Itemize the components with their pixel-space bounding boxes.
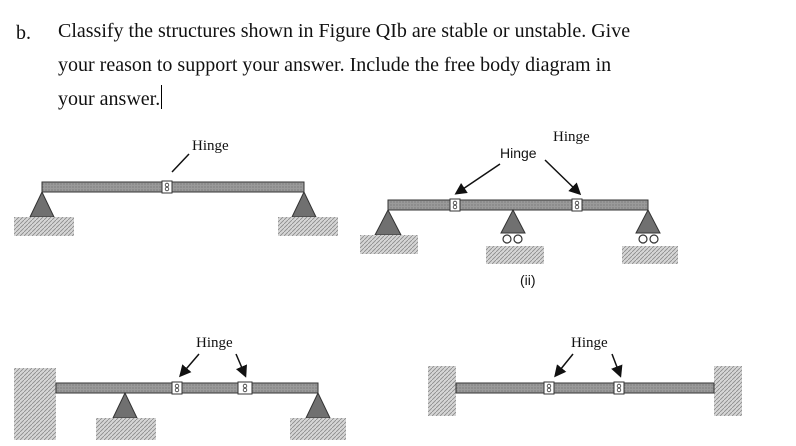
structure-top-right: Hinge Hinge (ii)	[360, 129, 678, 288]
question-line-1: Classify the structures shown in Figure …	[58, 20, 631, 42]
hinge-arrow-right	[544, 159, 582, 196]
pin-support-icon	[291, 190, 317, 218]
fixed-wall	[14, 368, 56, 440]
hinge-arrow-right	[611, 353, 623, 378]
hinge-label: Hinge	[196, 335, 233, 351]
pin-support-icon	[305, 391, 331, 419]
beam	[55, 382, 319, 394]
hinge-label-secondary: Hinge	[553, 129, 590, 145]
text-cursor	[161, 85, 163, 109]
figure-sub-label: (ii)	[520, 272, 536, 288]
ground-hatch	[278, 217, 338, 236]
hinge-label: Hinge	[571, 335, 608, 351]
roller-support-icon	[500, 208, 526, 234]
ground-hatch	[622, 246, 678, 264]
fixed-wall-left	[428, 366, 456, 416]
pin-support-icon	[112, 391, 138, 419]
hinge-arrow-left	[454, 163, 501, 195]
ground-hatch	[360, 235, 418, 254]
roller-support-icon	[635, 208, 661, 234]
structure-bottom-right: Hinge	[428, 335, 742, 416]
beam	[41, 181, 305, 193]
beam	[455, 382, 715, 394]
question-line-2: your reason to support your answer. Incl…	[58, 54, 612, 76]
ground-hatch	[96, 418, 156, 440]
question-line-3: your answer.	[58, 82, 758, 116]
hinge-label: Hinge	[192, 138, 229, 154]
question-text[interactable]: Classify the structures shown in Figure …	[58, 14, 758, 116]
ground-hatch	[486, 246, 544, 264]
fixed-wall-right	[714, 366, 742, 416]
hinge-pointer	[171, 153, 190, 173]
beam	[387, 199, 649, 211]
hinge-arrow-left	[554, 353, 574, 378]
ground-hatch	[290, 418, 346, 440]
pin-support-icon	[29, 190, 55, 218]
hinge-label: Hinge	[500, 145, 537, 161]
question-label: b.	[16, 22, 31, 44]
hinge-arrow-left	[179, 353, 200, 378]
structure-bottom-left: Hinge	[14, 335, 346, 440]
ground-hatch	[14, 217, 74, 236]
hinge-arrow-right	[235, 353, 247, 378]
structure-top-left: Hinge	[14, 138, 338, 236]
pin-support-icon	[374, 208, 402, 236]
